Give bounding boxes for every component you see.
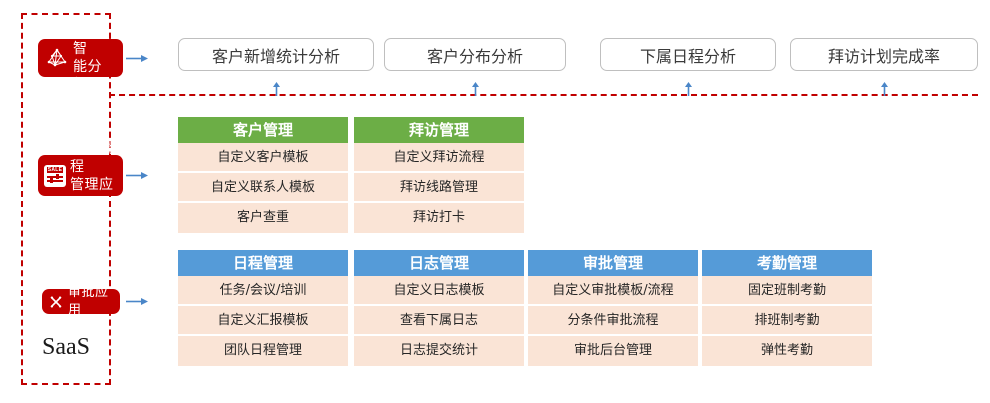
tab-arrow-up-2 [472,82,479,96]
card-row[interactable]: 自定义汇报模板 [178,306,348,336]
connector-arrow-sales [126,172,148,179]
card-row[interactable]: 自定义联系人模板 [178,173,348,203]
layer-badge-sales-label: 销售流程 管理应用 [70,140,114,211]
network-graph-icon [45,46,69,70]
card-title: 客户管理 [178,117,348,143]
card-row[interactable]: 自定义日志模板 [354,276,524,306]
card-title: 拜访管理 [354,117,524,143]
card-row[interactable]: 日志提交统计 [354,336,524,366]
card-row[interactable]: 审批后台管理 [528,336,698,366]
layer-badge-sales[interactable]: SALE 销售流程 管理应用 [38,141,123,211]
connector-arrow-approval [126,298,148,305]
card-row[interactable]: 客户查重 [178,203,348,233]
sale-settings-icon: SALE [44,164,66,187]
tab-label: 拜访计划完成率 [827,46,940,66]
card-title: 审批管理 [528,250,698,276]
card-row[interactable]: 自定义拜访流程 [354,143,524,173]
card-title: 考勤管理 [702,250,872,276]
layer-badge-bi[interactable]: 商业智 能分析 [38,23,123,93]
card-approval-management[interactable]: 审批管理 自定义审批模板/流程 分条件审批流程 审批后台管理 [528,250,698,366]
tab-arrow-up-3 [685,82,692,96]
card-schedule-management[interactable]: 日程管理 任务/会议/培训 自定义汇报模板 团队日程管理 [178,250,348,366]
card-row[interactable]: 分条件审批流程 [528,306,698,336]
tab-subordinate-schedule-analysis[interactable]: 下属日程分析 [600,38,776,71]
card-body: 固定班制考勤 排班制考勤 弹性考勤 [702,276,872,366]
card-attendance-management[interactable]: 考勤管理 固定班制考勤 排班制考勤 弹性考勤 [702,250,872,366]
tab-arrow-up-4 [881,82,888,96]
layer-badge-approval-label: 审批应用 [68,284,109,318]
card-row[interactable]: 自定义审批模板/流程 [528,276,698,306]
card-body: 自定义日志模板 查看下属日志 日志提交统计 [354,276,524,366]
tab-customer-growth-analysis[interactable]: 客户新增统计分析 [178,38,374,71]
tab-arrow-up-1 [273,82,280,96]
tab-label: 下属日程分析 [639,46,736,66]
bi-layer-connector-line [109,94,978,96]
scissors-x-icon [49,295,63,309]
connector-arrow-bi [126,55,148,62]
card-row[interactable]: 排班制考勤 [702,306,872,336]
card-visit-management[interactable]: 拜访管理 自定义拜访流程 拜访线路管理 拜访打卡 [354,117,524,233]
card-row[interactable]: 团队日程管理 [178,336,348,366]
card-row[interactable]: 拜访打卡 [354,203,524,233]
saas-platform-label: SaaS [42,334,90,360]
tab-label: 客户分布分析 [426,46,523,66]
saas-boundary-divider [109,13,111,385]
card-row[interactable]: 自定义客户模板 [178,143,348,173]
card-row[interactable]: 弹性考勤 [702,336,872,366]
card-body: 自定义拜访流程 拜访线路管理 拜访打卡 [354,143,524,233]
card-title: 日程管理 [178,250,348,276]
card-log-management[interactable]: 日志管理 自定义日志模板 查看下属日志 日志提交统计 [354,250,524,366]
tab-label: 客户新增统计分析 [211,46,340,66]
card-body: 自定义客户模板 自定义联系人模板 客户查重 [178,143,348,233]
layer-badge-bi-label: 商业智 能分析 [73,23,102,93]
card-title: 日志管理 [354,250,524,276]
card-body: 任务/会议/培训 自定义汇报模板 团队日程管理 [178,276,348,366]
card-row[interactable]: 任务/会议/培训 [178,276,348,306]
tab-visit-plan-completion-rate[interactable]: 拜访计划完成率 [790,38,978,71]
tab-customer-distribution-analysis[interactable]: 客户分布分析 [384,38,566,71]
card-body: 自定义审批模板/流程 分条件审批流程 审批后台管理 [528,276,698,366]
layer-badge-approval[interactable]: 审批应用 [42,285,120,318]
card-row[interactable]: 拜访线路管理 [354,173,524,203]
card-row[interactable]: 固定班制考勤 [702,276,872,306]
card-customer-management[interactable]: 客户管理 自定义客户模板 自定义联系人模板 客户查重 [178,117,348,233]
card-row[interactable]: 查看下属日志 [354,306,524,336]
